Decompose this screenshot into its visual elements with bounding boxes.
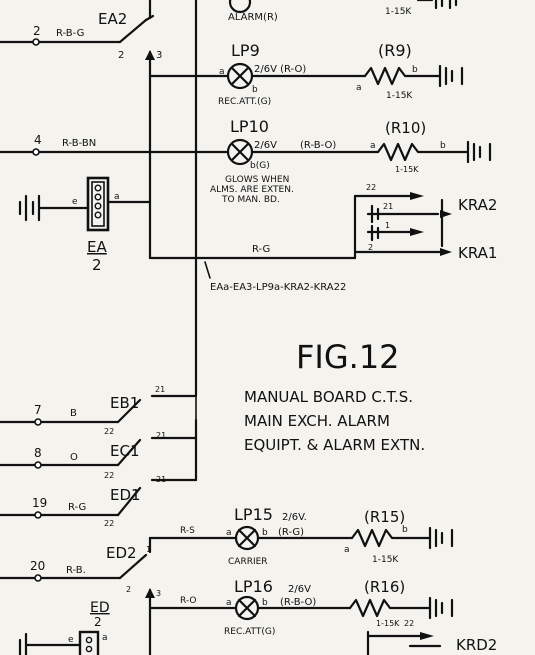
label-wire-7: B: [70, 408, 77, 419]
label-r16-22: 22: [404, 619, 414, 628]
label-ea-e: e: [72, 197, 78, 207]
label-lp9-rating: 2/6V (R-O): [254, 64, 306, 75]
label-ed-e: e: [68, 635, 74, 645]
label-r9-b: b: [412, 65, 418, 75]
label-lp15-b: b: [262, 528, 268, 538]
label-lp16: LP16: [234, 577, 273, 596]
label-r9-val: 1-15K: [386, 91, 413, 101]
wiring: [0, 0, 492, 655]
label-r15-val: 1-15K: [372, 555, 399, 565]
lamp-lp10: [226, 138, 254, 166]
label-lp10-rating: 2/6V: [254, 140, 277, 151]
label-wire-8: O: [70, 452, 78, 463]
label-wire-7-num: 7: [34, 403, 42, 417]
label-wire-8-num: 8: [34, 446, 42, 460]
label-wire-20-num: 20: [30, 559, 45, 573]
label-ed2-1: 1: [146, 545, 151, 554]
figure-caption-line-1: MANUAL BOARD C.T.S.: [244, 388, 413, 406]
label-r9-a: a: [356, 83, 362, 93]
label-lp9-desc: REC.ATT.(G): [218, 97, 271, 107]
label-ec1-22: 22: [104, 471, 114, 480]
label-eb1: EB1: [110, 394, 139, 412]
lamp-lp9: [226, 62, 254, 90]
label-wire-4: R-B-BN: [62, 138, 96, 149]
label-r16-val: 1-15K: [376, 619, 400, 628]
label-r16: (R16): [364, 578, 405, 596]
label-wire-19: R-G: [68, 502, 86, 513]
label-lp16-desc: REC.ATT(G): [224, 627, 275, 637]
label-ea-a: a: [114, 192, 120, 202]
label-ec1: EC1: [110, 442, 140, 460]
label-lp10-desc-2: ALMS. ARE EXTEN.: [210, 185, 294, 195]
label-ea2-name: EA2: [98, 10, 127, 28]
labels: ALARM(R) 1-15K 2 R-B-G EA2 2 3 LP9 2/6V …: [30, 7, 497, 654]
figure-title: FIG.12: [296, 338, 400, 376]
label-wire-20: R-B.: [66, 565, 86, 576]
label-lp16-rating: 2/6V: [288, 584, 311, 595]
lamp-lp16: [234, 595, 260, 621]
label-lp16-wire: (R-B-O): [280, 597, 316, 608]
label-wire-19-num: 19: [32, 496, 47, 510]
label-ea2-contact-2: 2: [118, 50, 124, 61]
label-alarm-top: ALARM(R): [228, 12, 278, 23]
label-lp15-rating: 2/6V.: [282, 512, 307, 523]
label-lp15: LP15: [234, 505, 273, 524]
label-r10-b: b: [440, 141, 446, 151]
figure-caption-line-2: MAIN EXCH. ALARM: [244, 412, 390, 430]
label-kra1: KRA1: [458, 244, 497, 262]
label-krd2: KRD2: [456, 636, 497, 654]
label-lp9-b: b: [252, 85, 258, 95]
label-wire-4-num: 4: [34, 133, 42, 147]
label-lp9-a: a: [219, 67, 225, 77]
label-lp15-wire: (R-G): [278, 527, 304, 538]
label-ed-a: a: [102, 633, 108, 643]
figure-caption-line-3: EQUIPT. & ALARM EXTN.: [244, 436, 425, 454]
label-lp10-desc-3: TO MAN. BD.: [221, 195, 280, 205]
label-r15-b: b: [402, 525, 408, 535]
label-lp10: LP10: [230, 117, 269, 136]
label-kra2: KRA2: [458, 196, 497, 214]
label-lp10-bg: b(G): [250, 161, 270, 171]
label-ed-num: 2: [94, 615, 102, 629]
label-lp9: LP9: [231, 41, 260, 60]
label-lp10-wire: (R-B-O): [300, 140, 336, 151]
label-ed1: ED1: [110, 486, 141, 504]
label-kra-2: 2: [368, 243, 373, 252]
label-kra-21: 21: [383, 202, 393, 211]
label-ed2: ED2: [106, 544, 137, 562]
label-ec1-21: 21: [156, 431, 166, 440]
label-ed1-21: 21: [156, 475, 166, 484]
label-ed2-3: 3: [156, 589, 161, 598]
label-ea2-contact-3: 3: [156, 50, 162, 61]
label-ea-chain: EAa-EA3-LP9a-KRA2-KRA22: [210, 282, 346, 293]
label-lp10-desc-1: GLOWS WHEN: [225, 175, 289, 185]
label-kra-1: 1: [385, 221, 390, 230]
label-lp15-desc: CARRIER: [228, 557, 268, 567]
label-r10-val: 1-15K: [395, 165, 419, 174]
label-r9: (R9): [378, 41, 412, 60]
label-ed-name: ED: [90, 600, 110, 616]
label-r15: (R15): [364, 508, 405, 526]
label-lp16-ro: R-O: [180, 596, 196, 606]
label-r10-a: a: [370, 141, 376, 151]
label-lp16-a: a: [226, 598, 232, 608]
label-r15-a: a: [344, 545, 350, 555]
label-r10: (R10): [385, 119, 426, 137]
label-lp15-a: a: [226, 528, 232, 538]
label-lp16-b: b: [262, 598, 268, 608]
label-ea-num: 2: [92, 256, 102, 274]
label-eb1-21: 21: [155, 385, 165, 394]
label-eb1-22: 22: [104, 427, 114, 436]
label-ea-name: EA: [87, 238, 107, 256]
lamp-lp15: [234, 525, 260, 551]
label-ohm-top: 1-15K: [385, 7, 412, 17]
label-ea2-wire: R-B-G: [56, 28, 84, 39]
label-lp15-rs: R-S: [180, 526, 195, 536]
label-ea2-num: 2: [33, 24, 41, 38]
label-ed2-2: 2: [126, 585, 131, 594]
label-rg-wire: R-G: [252, 244, 270, 255]
label-kra-22: 22: [366, 183, 376, 192]
label-ed1-22: 22: [104, 519, 114, 528]
